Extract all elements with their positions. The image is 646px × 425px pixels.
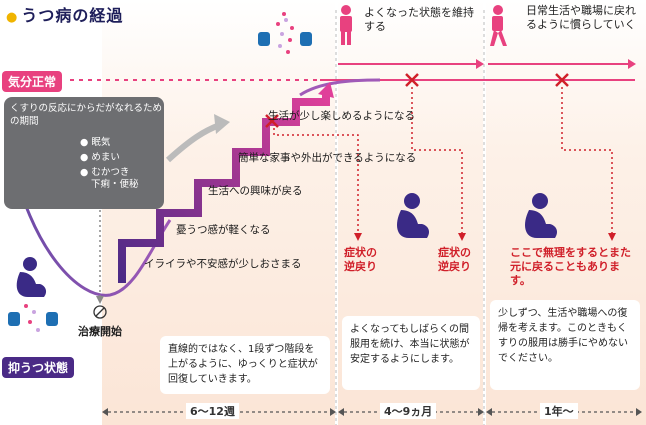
mood-curve-recovered	[299, 78, 381, 97]
step-label: 簡単な家事や外出ができるようになる	[238, 152, 417, 164]
treatment-start-arrowhead	[96, 296, 104, 304]
depressed-state-label: 抑うつ状態	[2, 357, 75, 378]
standing-person-icon	[340, 5, 352, 45]
sitting-person-icon	[16, 257, 47, 297]
normal-mood-label: 気分正常	[2, 71, 63, 92]
duration-label: 1年〜	[540, 403, 578, 419]
phase3-arrowhead	[628, 59, 636, 69]
walking-person-icon	[490, 5, 507, 46]
relapse-mark-3	[555, 73, 569, 87]
synapse-icon	[258, 12, 312, 54]
warning-text: ここで無理をするとまた元に戻ることもあります。	[510, 246, 631, 287]
step-label: 生活への興味が戻る	[208, 185, 303, 197]
treatment-start-icon	[93, 305, 107, 319]
step-label: 生活が少し楽しめるようになる	[268, 110, 415, 122]
recovery-stairs	[118, 92, 330, 283]
sitting-person-icon	[397, 193, 430, 238]
relapse-path-1	[273, 128, 359, 235]
phase2-arrowhead	[476, 59, 484, 69]
duration-label: 6〜12週	[186, 403, 239, 419]
step-label: 憂うつ感が軽くなる	[176, 224, 271, 236]
phase3-header: 日常生活や職場に戻れるように慣らしていく	[526, 4, 636, 31]
synapse-icon	[8, 304, 58, 332]
relapse-mark-1	[265, 114, 279, 128]
relapse-mark-2	[405, 73, 419, 87]
mood-curve	[8, 149, 172, 297]
relapse-label: 症状の逆戻り	[438, 246, 471, 273]
phase3-description: 少しずつ、生活や職場への復帰を考えます。このときもくすりの服用は勝手にやめないで…	[490, 300, 640, 390]
stairs-arrowhead	[318, 82, 334, 98]
relapse-path-3	[561, 87, 613, 235]
phase2-description: よくなってもしばらくの間服用を続け、本当に状態が安定するようにします。	[342, 316, 480, 390]
relapse-label: 症状の逆戻り	[344, 246, 377, 273]
side-effects-panel: くすりの反応にからだがなれるための期間 ● 眠気 ● めまい ● むかつき 下痢…	[4, 97, 164, 209]
side-effect-item: 下痢・便秘	[91, 179, 139, 190]
treatment-start-label: 治療開始	[78, 325, 122, 338]
side-effect-item: ● むかつき	[80, 167, 130, 178]
phase2-header: よくなった状態を維持する	[364, 6, 474, 33]
phase1-description: 直線的ではなく、1段ずつ階段を上がるように、ゆっくりと症状が回復していきます。	[160, 336, 330, 394]
step-label: イライラや不安感が少しおさまる	[144, 258, 302, 270]
bullet-icon: ●	[6, 10, 19, 25]
adjustment-arrowhead	[214, 114, 230, 134]
side-effect-item: ● 眠気	[80, 137, 111, 148]
sitting-person-icon	[525, 193, 558, 238]
page-title: ●うつ病の経過	[6, 6, 124, 25]
side-effect-item: ● めまい	[80, 152, 120, 163]
adjustment-arrow	[165, 122, 222, 163]
side-effects-heading: くすりの反応にからだがなれるための期間	[10, 103, 163, 127]
duration-label: 4〜9ヵ月	[380, 403, 437, 419]
relapse-path-2	[411, 87, 463, 235]
